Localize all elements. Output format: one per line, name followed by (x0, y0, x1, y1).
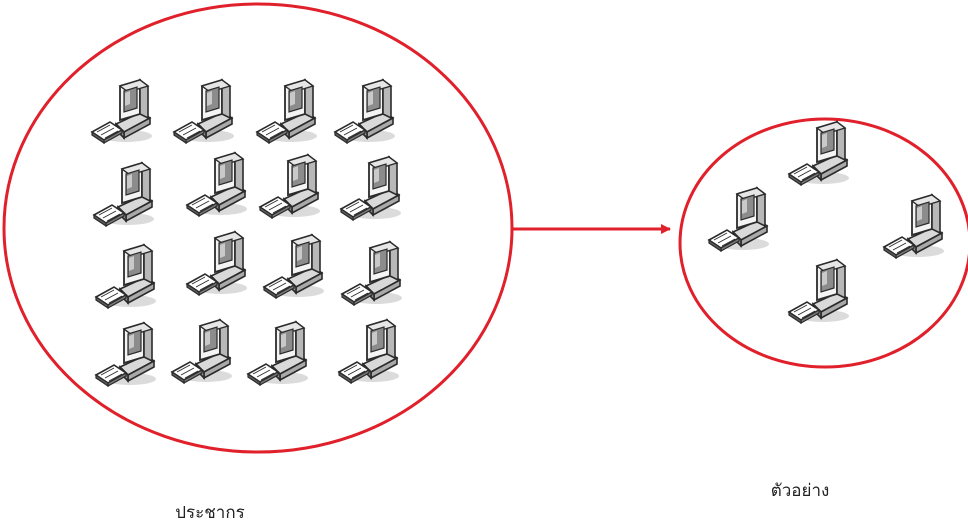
desktop-computer-icon (91, 79, 153, 144)
desktop-computer-icon (338, 319, 400, 384)
desktop-computer-icon (247, 321, 309, 386)
sample-label: ตัวอย่าง (771, 481, 830, 501)
desktop-computer-icon (95, 244, 157, 309)
population-circle (2, 2, 514, 454)
desktop-computer-icon (95, 322, 157, 387)
desktop-computer-icon (708, 187, 770, 252)
population-group (2, 2, 514, 454)
desktop-computer-icon (334, 79, 396, 144)
desktop-computer-icon (186, 231, 248, 296)
desktop-computer-icon (788, 121, 850, 186)
desktop-computer-icon (186, 152, 248, 217)
desktop-computer-icon (171, 319, 233, 384)
sample-circle (678, 117, 968, 369)
desktop-computer-icon (788, 259, 850, 324)
sample-computers (708, 121, 945, 324)
desktop-computer-icon (256, 79, 318, 144)
population-computers (91, 79, 403, 387)
desktop-computer-icon (259, 154, 321, 219)
population-label: ประชากร (175, 503, 245, 523)
desktop-computer-icon (340, 156, 402, 221)
desktop-computer-icon (883, 194, 945, 259)
desktop-computer-icon (93, 162, 155, 227)
desktop-computer-icon (263, 234, 325, 299)
desktop-computer-icon (173, 79, 235, 144)
sample-group (678, 117, 968, 369)
desktop-computer-icon (341, 241, 403, 306)
